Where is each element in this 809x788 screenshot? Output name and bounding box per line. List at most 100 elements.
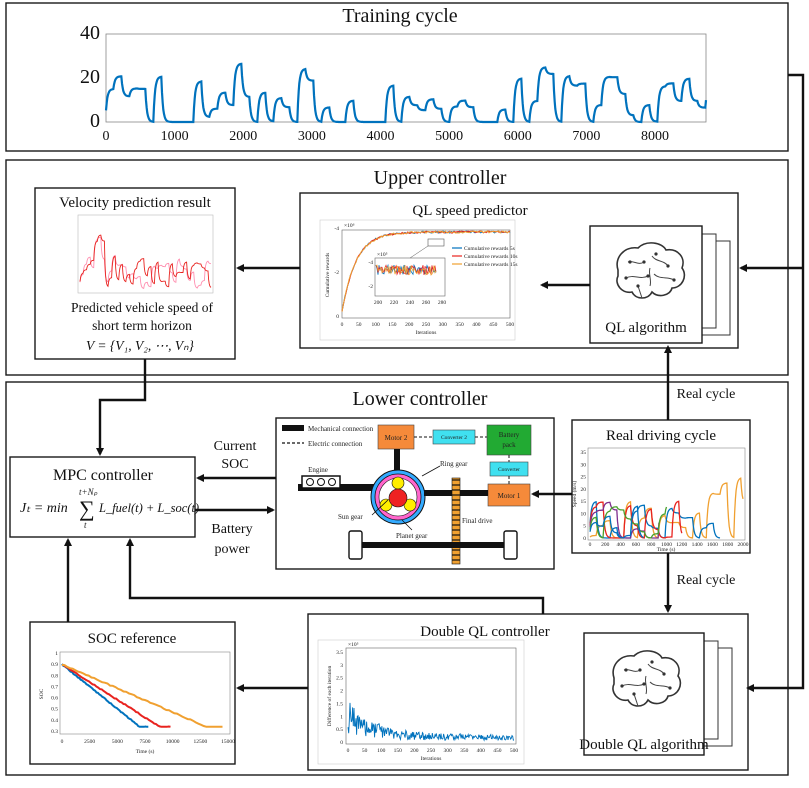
engine-label: Engine — [308, 466, 328, 474]
rd-x-tick-8: 1600 — [707, 542, 718, 548]
rw-x-tick-10: 500 — [506, 322, 515, 328]
rd-y-tick-3: 15 — [581, 499, 587, 505]
legend-entry-0: Cumulative rewards 5s — [464, 246, 515, 252]
sun-gear-pointer — [371, 499, 389, 516]
cumulative-rewards-ylabel: Cumulative rewards — [325, 253, 331, 297]
velocity-prediction-formula: V = {V₁, V₂, ⋯, Vₙ} — [86, 338, 195, 353]
sun-gear — [388, 488, 408, 508]
velocity-series-0 — [79, 236, 212, 289]
battery-power-label-2: power — [215, 542, 250, 557]
rd-x-tick-6: 1200 — [676, 542, 687, 548]
real-driving-series-2 — [589, 500, 683, 539]
connectors — [64, 73, 805, 692]
tc-y-tick-1: 20 — [80, 66, 100, 88]
zoom-region-marker — [427, 238, 445, 247]
battery-label-1: Battery — [499, 431, 520, 439]
rw-y-tick-0: 0 — [336, 314, 339, 320]
tc-x-tick-4: 4000 — [367, 129, 395, 144]
rw-y-tick-2: -4 — [334, 226, 339, 232]
dq-y-tick-3: 1.5 — [336, 701, 343, 707]
soc-x-tick-5: 12500 — [193, 739, 207, 745]
tc-x-tick-5: 5000 — [435, 129, 463, 144]
ql-algorithm-label: QL algorithm — [605, 320, 687, 336]
rw-inset-x-tick-2: 240 — [406, 300, 415, 306]
engine-cylinder-1 — [306, 478, 314, 486]
cumulative-rewards-inset-series — [375, 263, 437, 276]
training-cycle-title: Training cycle — [342, 5, 457, 27]
wheel-right — [503, 530, 518, 560]
arrow-training-to-double-ql — [746, 73, 805, 692]
double-ql-xlabel: Iterations — [421, 756, 442, 762]
rewards-series-2 — [341, 230, 511, 312]
soc-series-1 — [61, 663, 171, 728]
double-ql-difference-series — [347, 702, 515, 742]
rd-x-tick-9: 1800 — [722, 542, 733, 548]
engine-cylinder-3 — [328, 478, 336, 486]
tc-x-tick-0: 0 — [103, 129, 110, 144]
cumulative-rewards-xlabel: Iterations — [416, 330, 437, 336]
rewards-inset-series-2 — [375, 264, 437, 276]
rw-x-tick-6: 300 — [439, 322, 448, 328]
legend-entry-1: Cumulative rewards 10s — [464, 254, 517, 260]
ring-gear-label: Ring gear — [440, 460, 468, 468]
dq-x-tick-2: 100 — [377, 748, 386, 754]
rw-x-tick-8: 400 — [472, 322, 481, 328]
real-driving-series-5 — [589, 505, 644, 539]
double-ql-controller-title: Double QL controller — [420, 624, 549, 640]
velocity-prediction-chart — [77, 214, 214, 294]
legend-mech-swatch — [282, 425, 304, 431]
dq-x-tick-5: 250 — [427, 748, 436, 754]
brain-icon-2 — [612, 650, 682, 707]
real-cycle-label-top: Real cycle — [677, 387, 736, 402]
rw-y-tick-1: -2 — [334, 270, 339, 276]
planet-gear-pointer — [401, 519, 413, 531]
velocity-prediction-plot-area — [77, 214, 214, 294]
rd-x-tick-10: 2000 — [738, 542, 749, 548]
soc-ylabel: SOC — [39, 688, 45, 699]
mpc-controller-box — [9, 456, 196, 538]
rw-x-tick-5: 250 — [422, 322, 431, 328]
rd-y-tick-4: 20 — [581, 487, 587, 493]
tc-x-tick-7: 7000 — [572, 129, 600, 144]
mpc-formula-lower: t — [84, 520, 87, 530]
soc-x-tick-2: 5000 — [112, 739, 123, 745]
dq-x-tick-4: 200 — [410, 748, 419, 754]
motor1-label: Motor 1 — [498, 492, 521, 500]
dq-x-tick-8: 400 — [477, 748, 486, 754]
soc-x-tick-6: 15000 — [221, 739, 235, 745]
cumulative-rewards-legend: Cumulative rewards 5s Cumulative rewards … — [452, 246, 517, 268]
ring-gear-pointer — [421, 465, 441, 477]
engine-cylinder-2 — [317, 478, 325, 486]
rd-x-tick-0: 0 — [589, 542, 592, 548]
soc-xlabel: Time (s) — [136, 748, 155, 755]
legend-elec-label: Electric connection — [308, 440, 363, 448]
battery-label-2: pack — [502, 441, 516, 449]
dq-y-tick-0: 0 — [340, 740, 343, 746]
real-driving-xlabel: Time (s) — [657, 546, 676, 553]
soc-y-tick-6: 0.9 — [51, 662, 58, 668]
rd-y-tick-1: 5 — [583, 524, 586, 530]
rd-y-tick-7: 35 — [581, 450, 587, 456]
ql-algorithm-card — [589, 225, 703, 344]
rw-x-tick-3: 150 — [388, 322, 397, 328]
rd-x-tick-3: 600 — [632, 542, 641, 548]
rw-inset-x-tick-4: 280 — [438, 300, 447, 306]
rd-x-tick-1: 200 — [601, 542, 610, 548]
soc-x-tick-4: 10000 — [166, 739, 180, 745]
ql-speed-predictor-title: QL speed predictor — [412, 203, 527, 219]
planet-gear-label: Planet gear — [396, 532, 428, 540]
velocity-prediction-caption-2: short term horizon — [92, 318, 192, 333]
dq-x-tick-0: 0 — [347, 748, 350, 754]
soc-y-tick-7: 1 — [55, 651, 58, 657]
rw-x-tick-2: 100 — [371, 322, 380, 328]
soc-series-2 — [61, 663, 223, 728]
converter-label: Converter — [498, 467, 520, 473]
dq-x-tick-6: 300 — [443, 748, 452, 754]
double-ql-algorithm-card — [583, 632, 705, 756]
upper-controller-title: Upper controller — [374, 167, 507, 189]
soc-reference-title: SOC reference — [88, 631, 177, 647]
